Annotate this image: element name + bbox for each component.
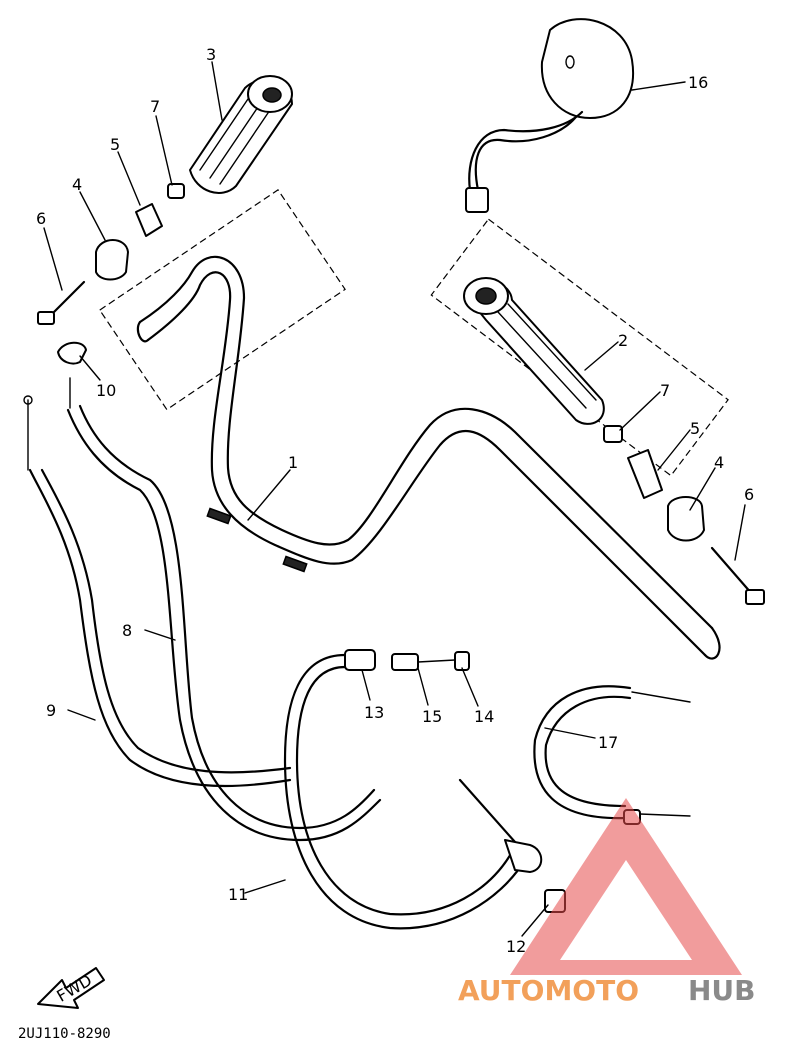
- callout-7-left: 7: [150, 97, 160, 116]
- cable-17: [533, 685, 691, 825]
- watermark-logo-icon: [510, 798, 742, 975]
- callout-3: 3: [206, 45, 216, 64]
- callout-6-right: 6: [744, 485, 754, 504]
- cable-11: [283, 649, 527, 930]
- callout-10: 10: [96, 381, 116, 400]
- watermark-text-part1: AUTOMOTO: [458, 974, 639, 1007]
- callout-5-left: 5: [110, 135, 120, 154]
- grip-right: [463, 277, 605, 425]
- right-bar-end-parts: [603, 425, 765, 605]
- callout-2: 2: [618, 331, 628, 350]
- grip-left: [189, 75, 293, 194]
- callout-16: 16: [688, 73, 708, 92]
- callout-8: 8: [122, 621, 132, 640]
- callout-13: 13: [364, 703, 384, 722]
- callout-1: 1: [288, 453, 298, 472]
- handlebar: [98, 189, 729, 660]
- callout-labels: 3 7 5 4 6 10 16 2 7 5 4 6 1 8 9 11 13 15…: [36, 45, 754, 956]
- callout-11: 11: [228, 885, 248, 904]
- callout-9: 9: [46, 701, 56, 720]
- cable-9: [23, 395, 292, 788]
- left-bar-end-parts: [37, 183, 185, 365]
- callout-12: 12: [506, 937, 526, 956]
- watermark-text-part2: HUB: [688, 974, 756, 1007]
- fwd-arrow: FWD: [37, 967, 105, 1009]
- callout-7-right: 7: [660, 381, 670, 400]
- leader-lines: [43, 61, 746, 937]
- callout-14: 14: [474, 707, 494, 726]
- cable-8: [66, 377, 382, 842]
- mirror: [465, 18, 635, 213]
- callout-4-left: 4: [72, 175, 82, 194]
- callout-15: 15: [422, 707, 442, 726]
- callout-5-right: 5: [690, 419, 700, 438]
- callout-17: 17: [598, 733, 618, 752]
- callout-4-right: 4: [714, 453, 724, 472]
- callout-6-left: 6: [36, 209, 46, 228]
- watermark: AUTOMOTO HUB: [458, 798, 756, 1007]
- diagram-code: 2UJ110-8290: [18, 1026, 111, 1042]
